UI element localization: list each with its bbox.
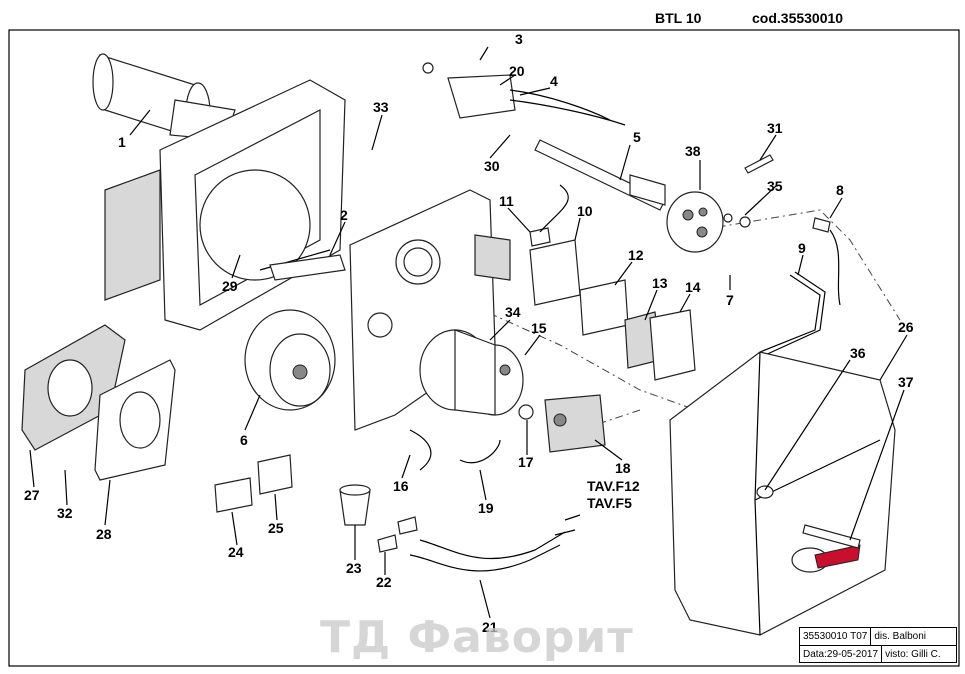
callout-9: 9 [798, 240, 806, 256]
callout-19: 19 [478, 500, 494, 516]
callout-14: 14 [685, 279, 701, 295]
photocell-rod [534, 139, 666, 211]
pump-variant-f12: TAV.F12 [587, 478, 640, 494]
drawing-date: Data:29-05-2017 [803, 649, 879, 660]
burner-cover [669, 351, 896, 636]
callout-26: 26 [898, 319, 914, 335]
callout-21: 21 [482, 619, 498, 635]
callout-8: 8 [836, 182, 844, 198]
callout-27: 27 [24, 487, 40, 503]
code-label: cod.35530010 [752, 10, 844, 26]
callout-34: 34 [505, 304, 521, 320]
fan-wheel [244, 309, 336, 411]
callout-13: 13 [652, 275, 668, 291]
callout-3: 3 [515, 31, 523, 47]
callout-18: 18 [615, 460, 631, 476]
callout-36: 36 [850, 345, 866, 361]
watermark: ТД Фаворит [320, 612, 634, 663]
axis-line-pump [579, 409, 641, 431]
callout-35: 35 [767, 178, 783, 194]
callout-10: 10 [577, 203, 593, 219]
small-parts [214, 454, 418, 553]
cables [409, 429, 501, 471]
callout-17: 17 [518, 454, 534, 470]
screws-31-35 [723, 154, 774, 228]
callout-5: 5 [633, 129, 641, 145]
callout-25: 25 [268, 520, 284, 536]
axis-line-cover [699, 209, 901, 321]
callout-22: 22 [376, 574, 392, 590]
callout-4: 4 [550, 73, 558, 89]
callout-38: 38 [685, 143, 701, 159]
oil-pump [518, 394, 606, 453]
flexible-hoses [409, 514, 581, 572]
callout-numbers: 1 2 3 4 5 6 7 8 9 10 11 12 13 14 15 16 1… [24, 31, 914, 635]
callout-15: 15 [531, 320, 547, 336]
leader-lines [29, 46, 908, 619]
nozzle-plate [666, 191, 724, 253]
burner-housing [104, 79, 346, 331]
title-block: 35530010 T07 dis. Balboni Data:29-05-201… [799, 627, 957, 663]
callout-23: 23 [346, 560, 362, 576]
drawing-frame [8, 29, 960, 667]
callout-16: 16 [393, 478, 409, 494]
pump-variant-f5: TAV.F5 [587, 495, 632, 511]
model-label: BTL 10 [655, 10, 702, 26]
photocell [812, 217, 841, 306]
callout-20: 20 [509, 63, 525, 79]
blast-tube [92, 53, 236, 142]
callout-11: 11 [499, 193, 514, 209]
control-box [529, 184, 696, 381]
callout-12: 12 [628, 247, 644, 263]
checked-by: visto: Gilli C. [881, 646, 944, 662]
callout-1: 1 [118, 134, 126, 150]
callout-2: 2 [340, 207, 348, 223]
motor [419, 329, 524, 416]
oil-pipe [759, 271, 826, 357]
callout-24: 24 [228, 544, 244, 560]
flange-gasket [21, 324, 176, 481]
callout-31: 31 [767, 120, 783, 136]
callout-28: 28 [96, 526, 112, 542]
callout-6: 6 [240, 432, 248, 448]
callout-32: 32 [57, 505, 73, 521]
callout-7: 7 [726, 292, 734, 308]
drawing-number: 35530010 T07 [803, 631, 868, 642]
callout-30: 30 [484, 158, 500, 174]
electrode-assembly [422, 62, 626, 126]
callout-37: 37 [898, 374, 914, 390]
drawn-by: dis. Balboni [870, 628, 929, 645]
callout-33: 33 [373, 99, 389, 115]
callout-29: 29 [222, 278, 238, 294]
